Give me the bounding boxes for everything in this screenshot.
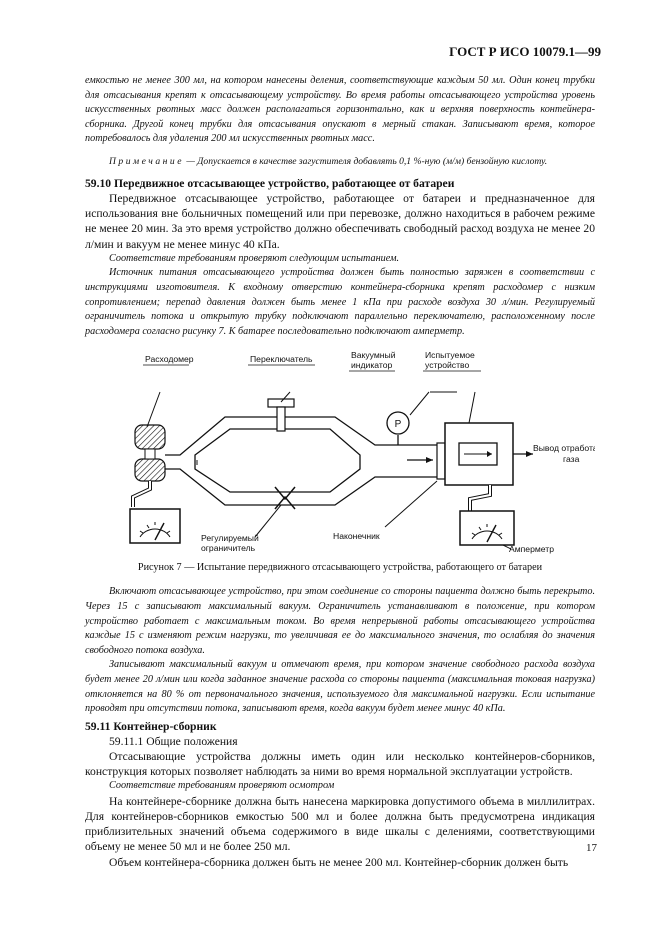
label-exhaust-1: Вывод отработанного (533, 443, 595, 453)
section-59-10-p1: Передвижное отсасывающее устройство, раб… (85, 191, 595, 251)
page-number: 17 (586, 842, 597, 854)
label-tip: Наконечник (333, 531, 380, 541)
label-tested-device-1: Испытуемое (425, 350, 475, 360)
section-59-11-p3: На контейнере-сборнике должна быть нанес… (85, 794, 595, 854)
label-restrictor-2: ограничитель (201, 543, 256, 553)
intro-paragraph: емкостью не менее 300 мл, на котором нан… (85, 75, 595, 145)
note-text: — Допускается в качестве загустителя доб… (183, 155, 548, 167)
section-59-11-p2: Соответствие требованиям проверяют осмот… (109, 780, 335, 792)
section-59-10-p2: Соответствие требованиям проверяют следу… (109, 252, 400, 264)
switch (267, 398, 295, 432)
label-vacuum-indicator-2: индикатор (351, 360, 393, 370)
figure-7-diagram: P (85, 347, 595, 559)
section-59-10-p3: Источник питания отсасывающего устройств… (85, 267, 595, 337)
vacuum-indicator-symbol: P (395, 419, 402, 430)
label-exhaust-2: газа (563, 454, 580, 464)
tested-device (444, 422, 514, 487)
after-figure-p1: Включают отсасывающее устройство, при эт… (85, 586, 595, 656)
figure-caption: Рисунок 7 — Испытание передвижного отсас… (137, 562, 543, 574)
note: Примечание — Допускается в качестве загу… (85, 155, 595, 168)
label-ammeter: Амперметр (509, 544, 554, 554)
after-figure-p2: Записывают максимальный вакуум и отмечаю… (85, 659, 595, 715)
vacuum-indicator: P (386, 411, 410, 446)
section-59-11-p1: Отсасывающие устройства должны иметь оди… (85, 749, 595, 778)
section-59-11-p4: Объем контейнера-сборника должен быть не… (109, 855, 569, 869)
label-flowmeter: Расходомер (145, 354, 194, 364)
restrictor-valve (274, 486, 296, 510)
section-59-11-1-title: 59.11.1 Общие положения (109, 734, 238, 748)
label-vacuum-indicator-1: Вакуумный (351, 350, 396, 360)
note-prefix: Примечание (109, 155, 184, 167)
flowmeter (134, 424, 166, 482)
section-59-10-title: 59.10 Передвижное отсасывающее устройств… (85, 176, 455, 190)
page-content: емкостью не менее 300 мл, на котором нан… (85, 74, 595, 870)
ammeter (459, 510, 515, 547)
document-code-header: ГОСТ Р ИСО 10079.1—99 (449, 44, 601, 59)
label-switch: Переключатель (250, 354, 313, 364)
flowmeter-gauge (129, 508, 181, 545)
label-restrictor-1: Регулируемый (201, 533, 259, 543)
label-tested-device-2: устройство (425, 360, 469, 370)
section-59-11-title: 59.11 Контейнер-сборник (85, 719, 217, 733)
